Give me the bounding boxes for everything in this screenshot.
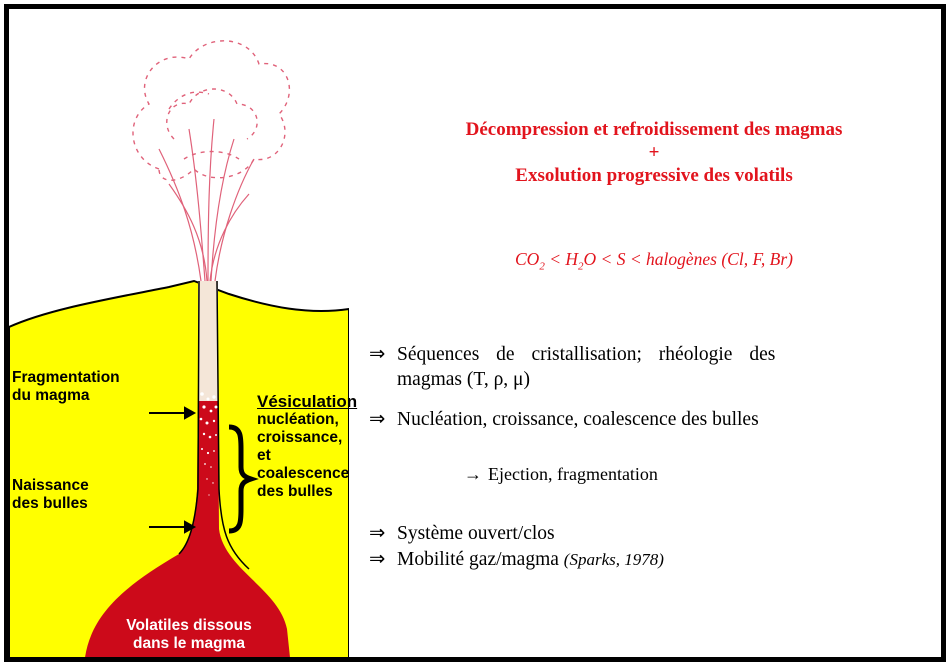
pointer-arrows (149, 406, 197, 534)
label-volatiles: Volatiles dissous dans le magma (99, 617, 279, 653)
formula-rest: O < S < halogènes (Cl, F, Br) (583, 249, 793, 269)
label-naissance: Naissance des bulles (12, 477, 89, 513)
crust-yellow (9, 279, 350, 657)
formula-h2o: < H (544, 249, 579, 269)
bullet-nucleation-text: Nucléation, croissance, coalescence des … (397, 409, 759, 430)
bullet-mobilite: ⇒ Mobilité gaz/magma (Sparks, 1978) (369, 547, 664, 572)
formula-co2-sub: 2 (539, 260, 545, 273)
label-vesiculation-line1: nucléation, (257, 411, 339, 428)
label-naissance-line1: Naissance (12, 477, 89, 494)
label-naissance-line2: des bulles (12, 495, 88, 512)
bullet-systeme-text: Système ouvert/clos (397, 523, 555, 544)
bubble-dots (199, 392, 218, 496)
volatile-order-formula: CO2 < H2O < S < halogènes (Cl, F, Br) (359, 249, 941, 273)
magma-chamber (85, 281, 290, 657)
bullet-ejection-text: Ejection, fragmentation (488, 464, 658, 484)
bullet-cristallisation-line1: ⇒ Séquences de cristallisation; rhéologie… (369, 342, 941, 367)
slide-frame: Fragmentation du magma Vésiculation nucl… (4, 4, 946, 662)
label-vesiculation-title: Vésiculation (257, 392, 358, 411)
heading-decompression: Décompression et refroidissement des mag… (465, 119, 843, 140)
single-arrow-icon: → (464, 464, 482, 484)
label-vesiculation: Vésiculation nucléation, croissance, et … (257, 393, 357, 501)
bullet-cristallisation: ⇒ Séquences de cristallisation; rhéologie… (369, 342, 941, 392)
conduit-upper (198, 281, 218, 401)
label-volatiles-line1: Volatiles dissous (126, 617, 252, 634)
double-arrow-icon: ⇒ (369, 523, 386, 544)
double-arrow-icon: ⇒ (369, 549, 386, 570)
label-vesiculation-line3: coalescence (257, 465, 350, 482)
citation-sparks: (Sparks, 1978) (563, 550, 664, 569)
label-fragmentation-line2: du magma (12, 387, 90, 404)
label-fragmentation-line1: Fragmentation (12, 369, 120, 386)
eruption-column (158, 118, 255, 282)
heading-plus: + (648, 142, 660, 163)
double-arrow-icon: ⇒ (369, 409, 386, 430)
heading-exsolution: Exsolution progressive des volatils (515, 165, 793, 186)
bullet-systeme: ⇒ Système ouvert/clos (369, 521, 555, 546)
bullet-cristallisation-text2: magmas (T, ρ, μ) (397, 369, 530, 390)
bullet-nucleation: ⇒ Nucléation, croissance, coalescence des… (369, 407, 759, 432)
bullet-cristallisation-text1: Séquences de cristallisation; rhéologie … (397, 344, 776, 365)
label-volatiles-line2: dans le magma (133, 635, 245, 652)
volcano-diagram: Fragmentation du magma Vésiculation nucl… (9, 9, 357, 657)
double-arrow-icon: ⇒ (369, 344, 386, 365)
label-vesiculation-line4: des bulles (257, 483, 333, 500)
vesiculation-brace (228, 424, 259, 534)
formula-co2: CO (515, 249, 540, 269)
label-fragmentation: Fragmentation du magma (12, 369, 120, 405)
ash-plume (132, 40, 290, 181)
bullet-ejection: → Ejection, fragmentation (464, 462, 658, 487)
bullet-mobilite-text: Mobilité gaz/magma (397, 549, 564, 570)
text-panel: Décompression et refroidissement des mag… (359, 9, 941, 657)
formula-h2o-sub: 2 (578, 260, 584, 273)
volcano-illustration (9, 40, 350, 657)
label-vesiculation-line2: croissance, et (257, 429, 343, 464)
